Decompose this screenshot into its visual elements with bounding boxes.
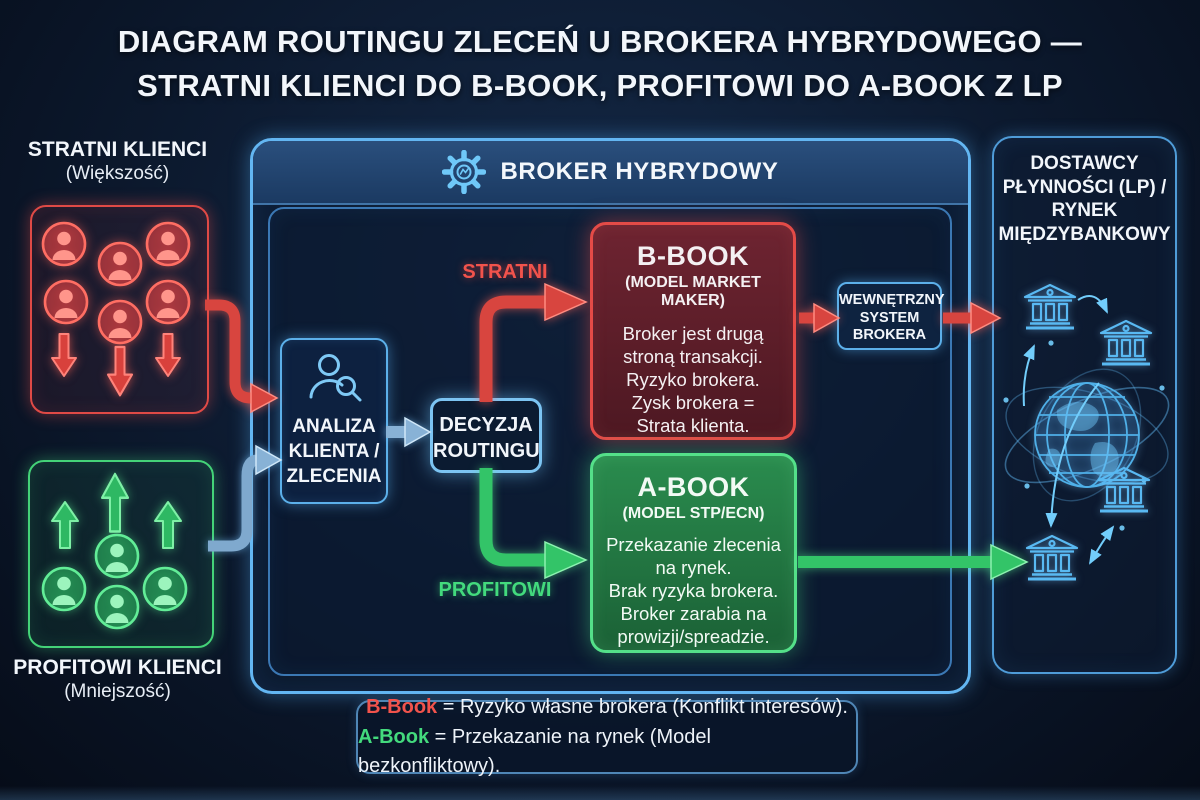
b-book-body: Broker jest drugą stroną transakcji. Ryz…	[622, 323, 764, 436]
broker-header: BROKER HYBRYDOWY	[253, 141, 968, 205]
bank-icon	[1025, 534, 1079, 581]
loss-arrow-icon	[51, 333, 77, 377]
loss-arrow-icon	[106, 345, 134, 397]
network-arrows	[1022, 295, 1115, 565]
lp-network-graphic	[1003, 283, 1170, 581]
user-icon	[94, 533, 140, 579]
user-icon	[43, 279, 89, 325]
a-book-box: A-BOOK (MODEL STP/ECN) Przekazanie zlece…	[590, 453, 797, 653]
profitable-clients-box	[28, 460, 214, 648]
losing-clients-label: STRATNI KLIENCI	[27, 138, 208, 161]
bank-icon	[1023, 283, 1077, 330]
legend-abook-line: A-Book = Przekazanie na rynek (Model bez…	[358, 723, 856, 781]
profitable-clients-label: PROFITOWI KLIENCI	[13, 656, 222, 679]
a-book-title: A-BOOK	[637, 472, 750, 502]
a-book-body: Przekazanie zlecenia na rynek. Brak ryzy…	[606, 534, 781, 647]
loss-arrow-icon	[155, 333, 181, 377]
legend-bbook-key: B-Book	[366, 696, 438, 718]
diagram-title-line1: DIAGRAM ROUTINGU ZLECEŃ U BROKERA HYBRYD…	[117, 24, 1083, 59]
legend-bbook-line: B-Book = Ryzyko własne brokera (Konflikt…	[366, 693, 848, 722]
broker-header-title: BROKER HYBRYDOWY	[500, 158, 779, 185]
legend-abook-text: = Przekazanie na rynek (Model bezkonflik…	[358, 726, 711, 777]
person-search-icon	[309, 354, 362, 402]
profitable-clients-sublabel: (Mniejszość)	[64, 681, 171, 702]
user-icon	[94, 584, 140, 630]
b-book-subtitle: (MODEL MARKET MAKER)	[625, 274, 761, 309]
user-icon	[97, 241, 143, 287]
internal-system-box: WEWNĘTRZNY SYSTEM BROKERA	[837, 282, 945, 350]
losing-clients-sublabel: (Większość)	[65, 163, 170, 184]
profitable-clients-graphic	[41, 472, 188, 630]
user-icon	[97, 299, 143, 345]
user-icon	[145, 279, 191, 325]
losing-flow-label: STRATNI	[462, 261, 548, 283]
profit-arrow-icon	[154, 501, 182, 549]
analysis-box: ANALIZA KLIENTA / ZLECENIA	[280, 338, 388, 504]
profit-arrow-icon	[51, 501, 79, 549]
diagram-title-line2: STRATNI KLIENCI DO B-BOOK, PROFITOWI DO …	[137, 68, 1063, 103]
b-book-box: B-BOOK (MODEL MARKET MAKER) Broker jest …	[590, 222, 796, 440]
routing-decision-label: DECYZJA ROUTINGU	[433, 414, 540, 462]
legend-box: B-Book = Ryzyko własne brokera (Konflikt…	[356, 696, 858, 777]
user-icon	[145, 221, 191, 267]
analysis-box-label: ANALIZA KLIENTA / ZLECENIA	[286, 416, 382, 487]
lp-panel-title: DOSTAWCY PŁYNNOŚCI (LP) / RYNEK MIĘDZYBA…	[998, 153, 1171, 245]
b-book-title: B-BOOK	[637, 241, 749, 271]
a-book-subtitle: (MODEL STP/ECN)	[622, 505, 765, 522]
losing-clients-box	[30, 205, 209, 414]
profit-arrow-icon	[100, 472, 130, 533]
legend-bbook-text: = Ryzyko własne brokera (Konflikt intere…	[442, 696, 848, 718]
profitable-flow-label: PROFITOWI	[438, 579, 552, 601]
lp-panel: DOSTAWCY PŁYNNOŚCI (LP) / RYNEK MIĘDZYBA…	[992, 136, 1177, 674]
routing-decision-box: DECYZJA ROUTINGU	[430, 398, 542, 473]
legend-abook-key: A-Book	[358, 726, 430, 748]
losing-clients-graphic	[41, 221, 191, 397]
internal-system-label: WEWNĘTRZNY SYSTEM BROKERA	[839, 292, 945, 343]
bottom-glow	[0, 786, 1200, 800]
user-icon	[142, 566, 188, 612]
gear-icon	[442, 150, 487, 194]
user-icon	[41, 221, 87, 267]
bank-icon	[1099, 319, 1153, 366]
user-icon	[41, 566, 87, 612]
